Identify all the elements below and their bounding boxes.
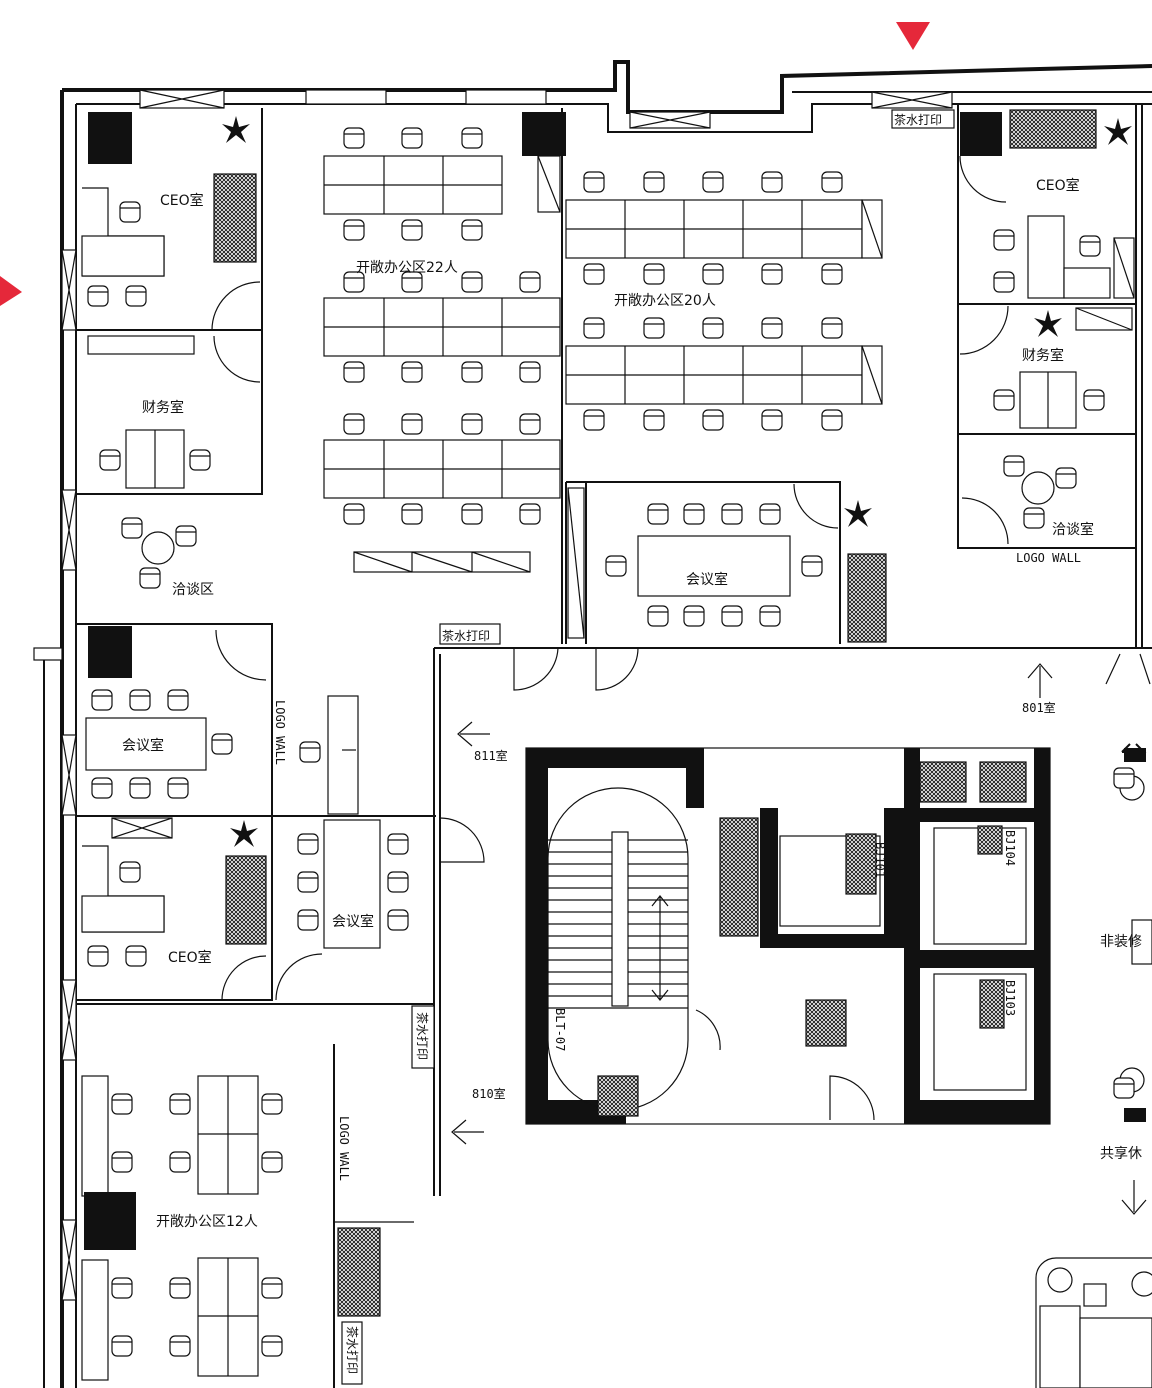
label-ceo-2: CEO室 <box>168 949 212 966</box>
room-finance-1: 财务室 <box>76 330 263 495</box>
right-strip: 非装修 共享休 <box>1035 743 1152 1388</box>
label-finance-2: 财务室 <box>1022 347 1064 364</box>
negotiation-area: 洽谈区 <box>121 517 214 598</box>
room-open-20: 开敞办公区20人 <box>565 171 883 431</box>
svg-text:茶水打印: 茶水打印 <box>442 628 490 643</box>
room-negotiation: 洽谈室 LOGO WALL <box>961 455 1094 565</box>
logo-wall-1: LOGO WALL <box>273 700 287 765</box>
label-shared-lounge: 共享休 <box>1100 1145 1142 1162</box>
room-open-22: 开敞办公区22人 <box>323 108 566 644</box>
room-ceo-2: CEO室 <box>76 816 273 1001</box>
room-meeting-1: 会议室 LOGO WALL <box>76 623 287 817</box>
tea-print-2: 茶水打印 <box>411 1005 435 1069</box>
label-finance-1: 财务室 <box>142 399 184 416</box>
core-bj103: BJ103 <box>1003 980 1017 1016</box>
outer-walls <box>33 60 1152 1388</box>
room-open-12: 开敞办公区12人 LOGO WALL <box>76 1003 434 1388</box>
tea-print-4: 茶水打印 <box>891 109 955 129</box>
label-meeting-3: 会议室 <box>686 571 728 588</box>
label-meeting-1: 会议室 <box>122 737 164 754</box>
core-bj104: BJ104 <box>1003 830 1017 866</box>
room-ceo-3: CEO室 <box>957 104 1137 549</box>
logo-wall-3: LOGO WALL <box>337 1116 351 1181</box>
arrow-810: 810室 <box>451 1086 506 1145</box>
logo-wall-2: LOGO WALL <box>1016 551 1081 565</box>
label-negotiation-room: 洽谈室 <box>1052 521 1094 538</box>
label-non-renovation: 非装修 <box>1100 934 1142 950</box>
svg-text:811室: 811室 <box>474 748 508 763</box>
north-marker-top <box>896 22 930 50</box>
svg-text:801室: 801室 <box>1022 700 1056 715</box>
label-negotiation-area: 洽谈区 <box>172 582 214 598</box>
room-meeting-3: 会议室 <box>565 481 887 644</box>
svg-text:茶水打印: 茶水打印 <box>894 112 942 127</box>
tea-print-3: 茶水打印 <box>341 1321 363 1385</box>
arrow-801: 801室 <box>1022 663 1056 715</box>
core-bj101: BJ101 <box>873 842 887 878</box>
label-meeting-2: 会议室 <box>332 913 374 930</box>
north-marker-left <box>0 276 22 306</box>
label-open-20: 开敞办公区20人 <box>614 293 716 309</box>
tea-print-1: 茶水打印 <box>439 623 501 645</box>
label-ceo-1: CEO室 <box>160 192 204 209</box>
core-blt07: BLT-07 <box>553 1008 567 1051</box>
label-open-12: 开敞办公区12人 <box>156 1214 258 1230</box>
arrow-811: 811室 <box>457 721 508 763</box>
svg-text:茶水打印: 茶水打印 <box>415 1012 430 1060</box>
label-open-22: 开敞办公区22人 <box>356 260 458 276</box>
room-finance-2: 财务室 <box>959 305 1133 429</box>
building-core: BJ101 BJ104 BJ103 BLT-07 <box>525 747 1051 1125</box>
svg-text:810室: 810室 <box>472 1086 506 1101</box>
label-ceo-3: CEO室 <box>1036 177 1080 194</box>
room-meeting-2: 会议室 <box>272 695 436 1001</box>
room-ceo-1: CEO室 <box>76 108 263 331</box>
corridor-walls <box>433 104 1152 1196</box>
svg-text:茶水打印: 茶水打印 <box>345 1326 360 1374</box>
